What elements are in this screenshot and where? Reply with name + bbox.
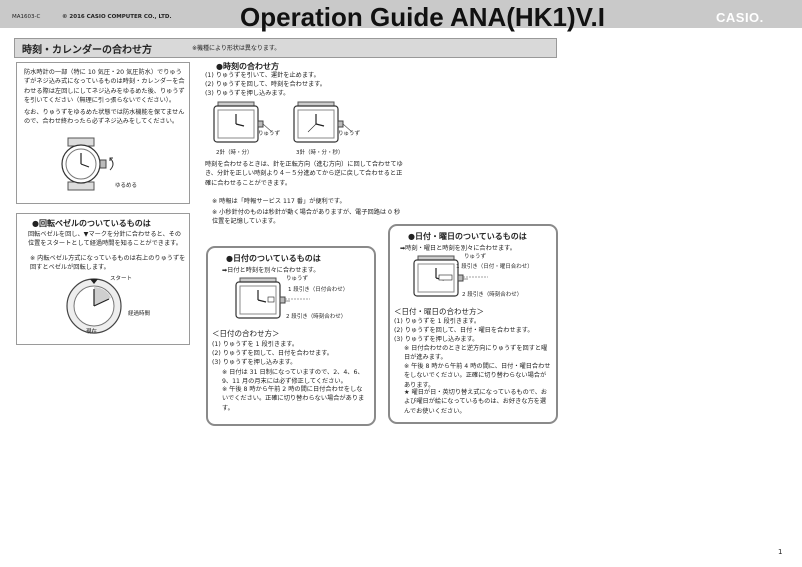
bezel-watch-illustration — [66, 278, 122, 334]
three-hand-watch-illustration — [293, 101, 353, 143]
bezel-text: 回転ベゼルを回し、▼マークを分針に合わせると、その位置をスタートとして経過時間を… — [28, 231, 182, 248]
date-watch-box — [206, 246, 376, 426]
date-crown-label: りゅうず — [286, 276, 309, 282]
intro-paragraph-1: 防水時計の一部（特に 10 気圧・20 気圧防水）でりゅうずがネジ込み式になって… — [24, 69, 185, 104]
bezel-box — [16, 213, 190, 345]
date-step-3: (3) りゅうずを押し込みます。 — [212, 359, 297, 366]
date-heading: ●日付のついているものは — [226, 254, 321, 263]
bezel-label-start: スタート — [110, 276, 133, 282]
intro-paragraph-2: なお、りゅうずをゆるめた状態では防水機能を保てませんので、合わせ終わったら必ずネ… — [24, 109, 185, 126]
day-date-note-3: ★ 曜日が日・英切り替え式になっているもので、および曜日が絵になっているものは、… — [404, 389, 548, 415]
day-date-step-1: (1) りゅうずを 1 段引きます。 — [394, 318, 481, 325]
crown-label-2hand: りゅうず — [258, 131, 281, 137]
section-bar — [14, 38, 557, 58]
date-stop-1: 1 段引き（日付合わせ） — [288, 287, 349, 293]
time-step-3: (3) りゅうずを押し込みます。 — [205, 90, 290, 97]
crown-label-3hand: りゅうず — [338, 131, 361, 137]
page-number: 1 — [778, 548, 783, 556]
round-watch-illustration — [61, 137, 114, 191]
intro-box — [16, 62, 190, 204]
date-watch-illustration — [235, 277, 310, 319]
doc-code: MA1603-C — [12, 14, 41, 20]
day-date-note-2: ※ 午後 8 時から午前 4 時の間に、日付・曜日合わせをしないでください。正確… — [404, 363, 551, 389]
time-note-3: ※ 小秒針付のものは秒針が動く場合がありますが、電子回路は 0 秒位置を記憶して… — [212, 209, 401, 226]
date-step-1: (1) りゅうずを 1 段引きます。 — [212, 341, 299, 348]
day-date-watch-illustration — [413, 255, 488, 297]
bezel-heading: ●回転ベゼルのついているものは — [32, 219, 151, 228]
section-title: 時刻・カレンダーの合わせ方 — [22, 45, 152, 56]
day-date-stop-2: 2 段引き（時刻合わせ） — [462, 292, 523, 298]
day-date-crown-label: りゅうず — [464, 254, 487, 260]
day-date-note-1: ※ 日付合わせのときと逆方向にりゅうずを回すと曜日が進みます。 — [404, 345, 548, 362]
time-note-1: 時刻を合わせるときは、針を正転方向（進む方向）に回して合わせてゆき、分針を正しい… — [205, 161, 403, 187]
day-date-heading: ●日付・曜日のついているものは — [408, 232, 527, 241]
brand-logo: CASIO. — [716, 10, 764, 25]
time-setting-heading: ●時刻の合わせ方 — [216, 62, 279, 71]
section-note: ※機種により形状は異なります。 — [192, 45, 281, 52]
header-bar — [0, 0, 802, 28]
bezel-label-elapsed: 経過時間 — [128, 311, 151, 317]
loosen-label: ゆるめる — [115, 183, 138, 189]
bezel-note: ※ 内転ベゼル方式になっているものは右上のりゅうずを回すとベゼルが回転します。 — [30, 255, 186, 272]
day-date-watch-box — [388, 224, 558, 424]
day-date-step-2: (2) りゅうずを回して、日付・曜日を合わせます。 — [394, 327, 534, 334]
date-stop-2: 2 段引き（時刻合わせ） — [286, 314, 347, 320]
day-date-sub-heading: ＜日付・曜日の合わせ方＞ — [394, 307, 484, 316]
date-sub-heading: ＜日付の合わせ方＞ — [212, 329, 280, 338]
caption-two-hand: 2針（時・分） — [216, 150, 253, 156]
date-note-2: ※ 午後 8 時から午前 2 時の間に日付合わせをしないでください。正確に切り替… — [222, 386, 365, 412]
day-date-lead: ➡時刻・曜日と時刻を別々に合わせます。 — [400, 245, 516, 252]
date-step-2: (2) りゅうずを回して、日付を合わせます。 — [212, 350, 333, 357]
page-title: Operation Guide ANA(HK1)V.I — [240, 2, 606, 32]
day-date-step-3: (3) りゅうずを押し込みます。 — [394, 336, 479, 343]
date-lead: ➡日付と時刻を別々に合わせます。 — [222, 267, 320, 274]
time-step-2: (2) りゅうずを回して、時刻を合わせます。 — [205, 81, 326, 88]
time-step-1: (1) りゅうずを引いて、運針を止めます。 — [205, 72, 320, 79]
bezel-label-now: 現在 — [86, 329, 98, 335]
time-note-2: ※ 時報は「時報サービス 117 番」が便利です。 — [212, 198, 346, 205]
day-date-stop-1: 1 段引き（日付・曜日合わせ） — [456, 264, 533, 270]
date-note-1: ※ 日付は 31 日制になっていますので、2、4、6、9、11 月の月末には必ず… — [222, 369, 364, 386]
caption-three-hand: 3針（時・分・秒） — [296, 150, 344, 156]
two-hand-watch-illustration — [213, 101, 273, 143]
copyright: © 2016 CASIO COMPUTER CO., LTD. — [62, 14, 172, 20]
